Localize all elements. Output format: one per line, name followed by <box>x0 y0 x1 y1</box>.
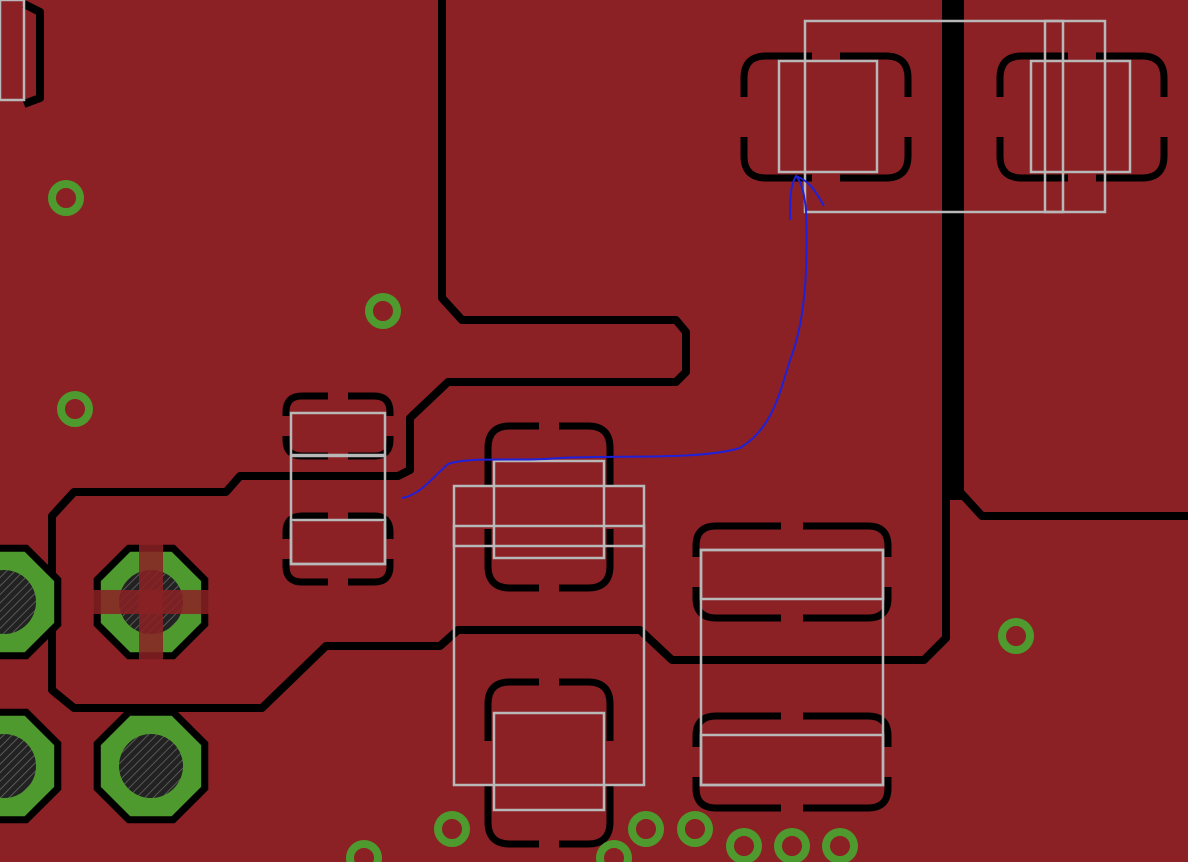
through-hole-pad <box>0 544 62 660</box>
via <box>822 828 858 862</box>
through-hole-pad <box>0 708 62 824</box>
silkscreen-outline <box>492 711 606 812</box>
via <box>48 180 84 216</box>
via <box>726 828 762 862</box>
via <box>677 811 713 847</box>
via <box>998 618 1034 654</box>
pad-drill <box>119 734 183 798</box>
silkscreen-outlines <box>0 0 1132 812</box>
silkscreen-outline <box>699 733 885 787</box>
via-hole <box>70 404 80 414</box>
through-hole-pads <box>0 542 211 824</box>
silkscreen-outline <box>0 0 26 102</box>
smd-pad-outline <box>996 52 1168 182</box>
via-hole <box>1011 631 1021 641</box>
through-hole-pad <box>91 542 211 662</box>
via-hole <box>359 853 369 862</box>
silkscreen-outline <box>777 59 879 174</box>
via-hole <box>641 824 651 834</box>
silkscreen-outline <box>803 19 1107 214</box>
smd-pad-outline <box>740 52 912 182</box>
via-hole <box>787 841 797 851</box>
via <box>346 840 382 862</box>
silkscreen-outline <box>289 518 387 566</box>
via <box>596 840 632 862</box>
smd-pad-outline <box>484 678 614 848</box>
via <box>57 391 93 427</box>
via-hole <box>61 193 71 203</box>
thermal-spoke <box>91 590 211 614</box>
via <box>774 828 810 862</box>
via-hole <box>378 306 388 316</box>
silkscreen-outline <box>452 484 646 787</box>
silkscreen-outline <box>492 459 606 560</box>
via-hole <box>739 841 749 851</box>
via-hole <box>835 841 845 851</box>
via-hole <box>609 853 619 862</box>
via-hole <box>690 824 700 834</box>
smd-pad-outline <box>282 392 394 460</box>
pad-drill <box>0 570 36 634</box>
silkscreen-outline <box>1043 19 1065 214</box>
vias <box>48 180 1034 862</box>
smd-pad-outline <box>692 522 892 622</box>
smd-pad-outline <box>484 422 614 592</box>
via <box>434 811 470 847</box>
pad-drill <box>0 734 36 798</box>
ratsnest-airwire <box>401 174 825 499</box>
via <box>628 811 664 847</box>
via <box>365 293 401 329</box>
silkscreen-outline <box>1029 59 1132 174</box>
clearance-bar <box>944 0 964 500</box>
silkscreen-outline <box>452 524 646 548</box>
via-hole <box>447 824 457 834</box>
through-hole-pad <box>93 708 209 824</box>
